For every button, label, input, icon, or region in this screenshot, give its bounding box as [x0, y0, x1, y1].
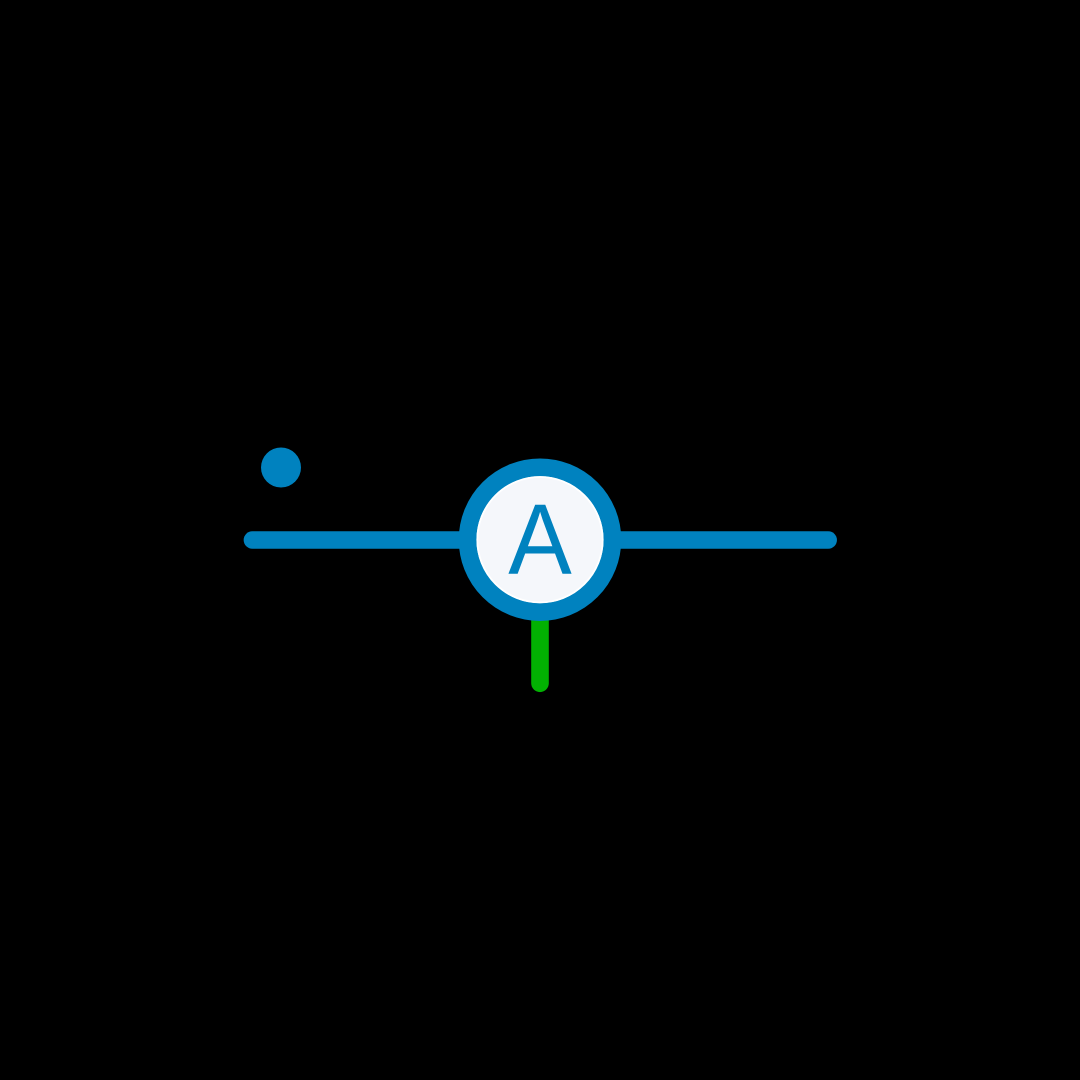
- svg-text:A: A: [508, 484, 572, 596]
